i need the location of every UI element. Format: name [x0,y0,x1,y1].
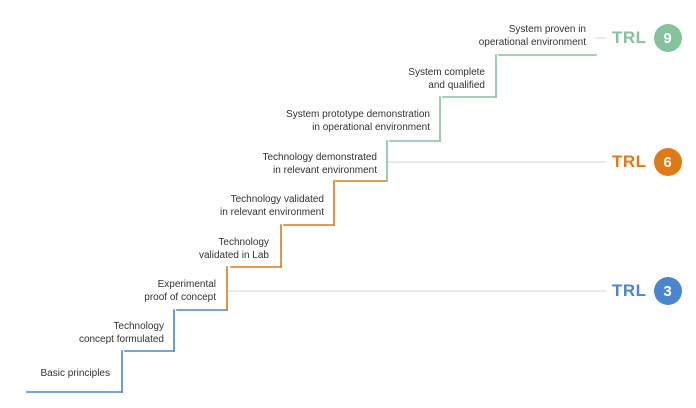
step-label-2: Technology concept formulated [78,321,164,345]
trl-marker-3: TRL 3 [612,277,682,305]
trl-marker-text: TRL [612,152,647,171]
trl-marker-text: TRL [612,281,647,300]
trl-badge-9: 9 [653,24,682,52]
step-label-1: Basic principles [40,368,110,379]
step-label-8: System complete and qualified [408,67,485,91]
step-label-5: Technology validated in relevant environ… [220,194,324,218]
step-label-9: System proven in operational environment [478,24,586,48]
step-label-3: Experimental proof of concept [144,279,216,303]
trl-marker-text: TRL [612,28,647,47]
step-label-4: Technology validated in Lab [198,237,269,261]
trl-badge-6: 6 [653,148,682,176]
step-label-7: System prototype demonstration in operat… [286,109,430,133]
trl-marker-9: TRL 9 [612,24,682,52]
step-label-6: Technology demonstrated in relevant envi… [262,152,377,176]
trl-badge-3: 3 [653,277,682,305]
trl-marker-6: TRL 6 [612,148,682,176]
